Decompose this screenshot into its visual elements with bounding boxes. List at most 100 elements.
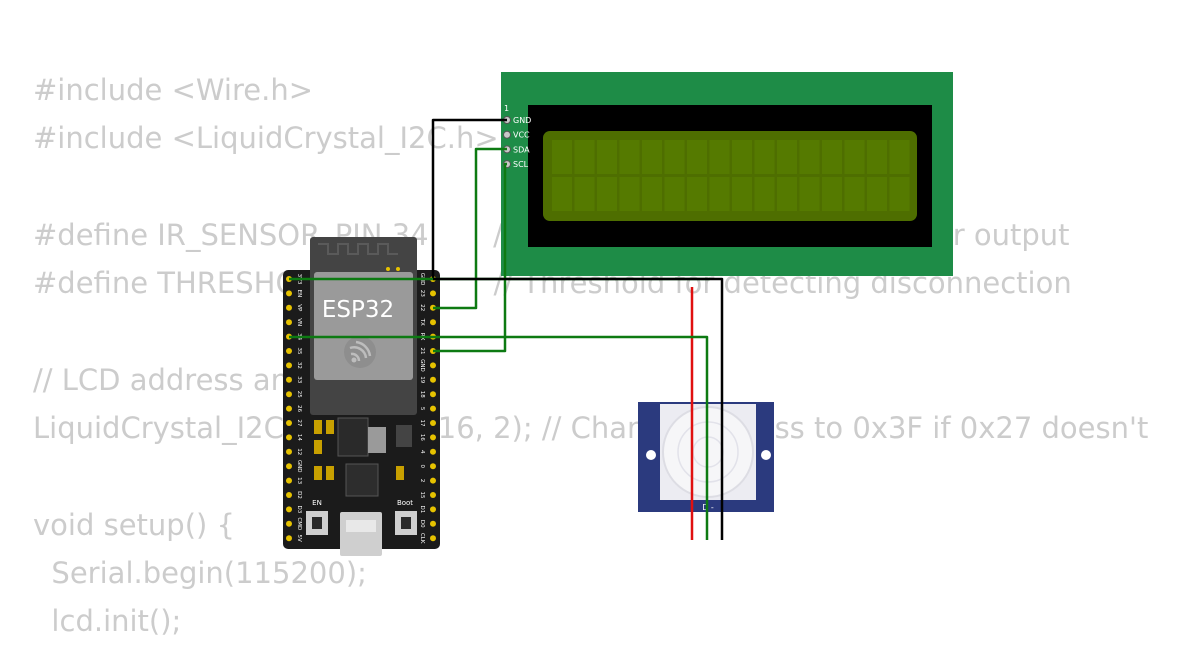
header-pin[interactable]: [430, 448, 436, 455]
lcd-character-grid: [552, 140, 910, 211]
lcd-cell: [687, 177, 707, 211]
lcd-pin-label: SDA: [513, 145, 530, 154]
header-pin[interactable]: [430, 420, 436, 426]
header-pin[interactable]: [286, 319, 292, 326]
header-pin[interactable]: [286, 304, 292, 311]
pin-label: D3: [296, 506, 302, 514]
en-button[interactable]: [306, 511, 328, 535]
en-label: EN: [312, 499, 322, 507]
wire-lcd-gnd[interactable]: [431, 118, 507, 279]
pin-label: 5: [419, 407, 425, 411]
code-line: #include <LiquidCrystal_I2C.h>: [33, 121, 499, 156]
pin-label: D2: [296, 491, 302, 499]
header-pin[interactable]: [430, 391, 436, 398]
lcd-cell: [709, 177, 730, 211]
header-pin[interactable]: [430, 463, 436, 470]
header-pin[interactable]: [430, 535, 436, 542]
code-line: Serial.begin(115200);: [33, 555, 367, 590]
lcd-cell: [799, 177, 820, 211]
header-pin[interactable]: [286, 405, 292, 412]
header-pin[interactable]: [430, 376, 436, 383]
header-pin[interactable]: [430, 492, 436, 498]
lcd-pin-label: SCL: [513, 160, 529, 169]
lcd-cell: [889, 140, 910, 174]
esp32-label: ESP32: [322, 297, 394, 323]
smd-component: [326, 466, 334, 480]
header-pin[interactable]: [430, 434, 436, 441]
pin-label: VP: [296, 304, 302, 312]
header-pin[interactable]: [430, 362, 436, 369]
smd-component: [314, 420, 322, 434]
lcd-cell: [552, 177, 572, 211]
smd-component: [326, 420, 334, 434]
boot-button[interactable]: [395, 511, 417, 535]
header-pin[interactable]: [286, 376, 292, 383]
header-pin[interactable]: [430, 319, 436, 326]
pin-label: 17: [419, 420, 425, 427]
header-pin[interactable]: [430, 520, 436, 527]
wire-lcd-scl[interactable]: [433, 162, 507, 353]
pin-label: 27: [296, 420, 302, 427]
lcd-cell: [642, 140, 662, 174]
lcd-cell: [574, 177, 595, 211]
lcd-cell: [867, 140, 887, 174]
pin-label: 13: [296, 477, 302, 484]
header-pin[interactable]: [286, 420, 292, 426]
pin-label: 33: [296, 376, 302, 383]
lcd-cell: [867, 177, 887, 211]
pin-label: 22: [419, 304, 425, 311]
lcd-cell: [754, 140, 775, 174]
pin-label: 18: [419, 391, 425, 398]
header-pin[interactable]: [286, 520, 292, 527]
lcd-pin-index: 1: [504, 104, 509, 113]
micro-usb-port[interactable]: [340, 512, 382, 556]
pin-label: 23: [419, 290, 425, 297]
pin-label: 32: [296, 362, 302, 369]
pin-label: 0: [419, 464, 425, 468]
wire-pir-signal[interactable]: [289, 335, 709, 540]
header-pin[interactable]: [286, 448, 292, 455]
header-pin[interactable]: [286, 348, 292, 354]
header-pin[interactable]: [286, 463, 292, 470]
header-pin[interactable]: [286, 391, 292, 398]
lcd-pin-label: VCC: [513, 131, 530, 140]
lcd-cell: [597, 140, 617, 174]
code-line: void setup() {: [33, 507, 235, 542]
header-pin[interactable]: [430, 506, 436, 513]
header-pin[interactable]: [286, 492, 292, 498]
lcd-pin[interactable]: [503, 130, 511, 139]
header-pin[interactable]: [286, 362, 292, 369]
lcd-cell: [552, 140, 572, 174]
smd-component: [314, 466, 322, 480]
wires: [289, 118, 724, 540]
header-pin[interactable]: [430, 405, 436, 412]
esp32-board[interactable]: ESP32 EN Boot: [283, 237, 440, 556]
header-pin[interactable]: [430, 290, 436, 297]
regulator-tab: [368, 427, 386, 453]
header-pin[interactable]: [286, 290, 292, 297]
lcd-cell: [732, 140, 752, 174]
header-pin[interactable]: [286, 535, 292, 542]
pin-label: TX: [419, 318, 425, 326]
lcd-cell: [619, 140, 640, 174]
pin-label: 5V: [296, 535, 302, 542]
pin-label: 19: [419, 376, 425, 383]
wire-pir-gnd[interactable]: [433, 277, 724, 540]
lcd-cell: [777, 177, 797, 211]
header-pin[interactable]: [286, 477, 292, 484]
lcd-cell: [732, 177, 752, 211]
lcd-cell: [777, 140, 797, 174]
pin-label: EN: [296, 290, 302, 298]
smd-component: [396, 425, 412, 447]
led-dot: [396, 267, 400, 271]
header-pin[interactable]: [286, 434, 292, 441]
lcd-cell: [822, 177, 842, 211]
lcd-cell: [619, 177, 640, 211]
pin-label: 2: [419, 479, 425, 483]
header-pin[interactable]: [430, 477, 436, 484]
wire-lcd-sda[interactable]: [433, 147, 507, 310]
antenna-trace: [318, 243, 398, 255]
header-pin[interactable]: [286, 506, 292, 513]
